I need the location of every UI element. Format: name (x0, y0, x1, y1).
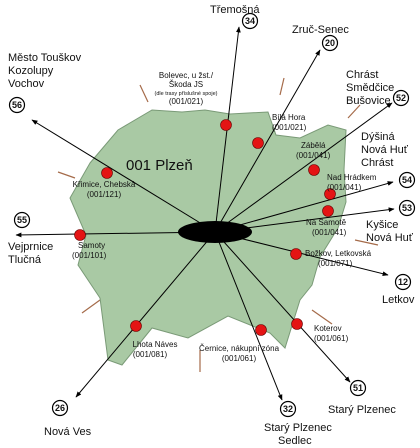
line-badge-55 (13, 211, 31, 229)
destination-name: Nová Huť (366, 232, 414, 244)
stop-marker-na-samote (322, 205, 334, 217)
destination-name: Zruč-Senec (292, 24, 349, 36)
destination-name: Vochov (8, 78, 45, 90)
stop-name: Lhota Náves (133, 340, 178, 349)
line-number: 32 (283, 404, 293, 414)
stop-marker-lhota (130, 320, 142, 332)
destination-name: Tlučná (8, 254, 42, 266)
line-number: 26 (55, 403, 65, 413)
line-badge-54 (398, 171, 416, 189)
stop-markers (74, 119, 336, 336)
destination-name: Sedlec (278, 435, 312, 447)
destination-name: Chrást (361, 157, 393, 169)
stop-name: Božkov, Letkovská (305, 249, 372, 258)
line-badge-26 (51, 399, 69, 417)
zone-label: 001 Plzeň (126, 157, 193, 174)
line-badge-34 (241, 12, 259, 30)
stop-name: Samoty (78, 241, 105, 250)
route-line-54 (214, 181, 394, 233)
stop-name: Na Samotě (306, 218, 347, 227)
central-hub (178, 221, 252, 243)
stop-marker-krimice (101, 167, 113, 179)
line-badge-12 (394, 273, 412, 291)
stop-code: (001/021) (272, 123, 307, 132)
line-number: 34 (245, 16, 255, 26)
stop-code: (001/041) (312, 228, 347, 237)
stop-name: Koterov (314, 324, 342, 333)
destination-name: Kyšice (366, 219, 398, 231)
line-number: 51 (353, 383, 363, 393)
stop-marker-bozkov (290, 248, 302, 260)
stop-marker-cernice (255, 324, 267, 336)
stop-code: (001/081) (133, 350, 168, 359)
stop-name: Bolevec, u žst./ (159, 71, 214, 80)
destination-name: Vejprnice (8, 241, 53, 253)
destination-name: Chrást (346, 69, 378, 81)
destination-name: Dýšiná (361, 131, 396, 143)
line-number: 52 (396, 93, 406, 103)
destination-name: Smědčice (346, 82, 394, 94)
stop-code: (001/061) (222, 354, 257, 363)
stop-name: Bílá Hora (272, 113, 306, 122)
destination-name: Město Touškov (8, 52, 82, 64)
stop-marker-bolevec (220, 119, 232, 131)
route-line-51 (214, 231, 351, 383)
line-badge-56 (8, 96, 26, 114)
route-line-32 (214, 231, 283, 401)
route-line-26 (75, 231, 216, 398)
stop-code: (001/021) (169, 97, 204, 106)
stop-marker-zabela (308, 164, 320, 176)
destination-name: Starý Plzenec (264, 422, 332, 434)
destination-name: Bušovice (346, 95, 391, 107)
line-number: 56 (12, 100, 22, 110)
stop-code: (001/041) (327, 183, 362, 192)
line-number: 20 (325, 38, 335, 48)
destinations: 34 Třemošná 20 Zruč-Senec 52 Chrást Směd… (8, 4, 416, 447)
road-stubs (57, 77, 379, 372)
destination-name: Starý Plzenec (328, 404, 396, 416)
stop-code: (001/041) (296, 151, 331, 160)
route-line-56 (31, 119, 216, 233)
stop-code: (001/101) (72, 251, 107, 260)
stop-name: Křimice, Chebská (73, 180, 136, 189)
stop-marker-bila-hora (252, 137, 264, 149)
line-badge-52 (392, 89, 410, 107)
line-number: 55 (17, 215, 27, 225)
stop-marker-nad-hradkem (324, 188, 336, 200)
stop-labels: Bolevec, u žst./ Škoda JS (dle trasy pří… (72, 71, 377, 363)
stop-marker-koterov (291, 318, 303, 330)
stop-note: (dle trasy příslušné spoje) (155, 91, 218, 97)
line-badge-51 (349, 379, 367, 397)
destination-name: Letkov (382, 294, 415, 306)
stop-code: (001/071) (318, 259, 353, 268)
destination-name: Kozolupy (8, 65, 54, 77)
line-badge-20 (321, 34, 339, 52)
line-number: 54 (402, 175, 412, 185)
route-line-52 (214, 102, 393, 233)
line-badge-32 (279, 400, 297, 418)
line-badge-53 (398, 199, 416, 217)
route-line-20 (214, 49, 321, 233)
stop-name: Černice, nákupní zóna (199, 344, 280, 353)
destination-name: Třemošná (210, 4, 260, 16)
destination-name: Nová Huť (361, 144, 409, 156)
line-number: 12 (398, 277, 408, 287)
stop-code: (001/121) (87, 190, 122, 199)
stop-name: Škoda JS (169, 80, 203, 89)
stop-name: Zábělá (301, 141, 326, 150)
stop-name: Nad Hrádkem (327, 173, 377, 182)
stop-code: (001/061) (314, 334, 349, 343)
line-number: 53 (402, 203, 412, 213)
stop-marker-samoty (74, 229, 86, 241)
destination-name: Nová Ves (44, 426, 92, 438)
